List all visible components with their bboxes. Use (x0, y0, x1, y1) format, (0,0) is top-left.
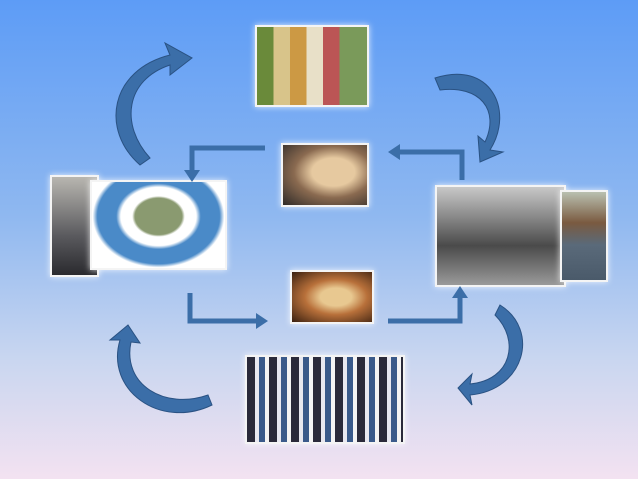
curved-arrow-bottom-right (457, 304, 524, 406)
curved-arrow-top-left (115, 41, 193, 166)
group-of-workers-image (245, 355, 405, 444)
coins-in-hands-image (281, 143, 369, 207)
elbow-arrow-to-center-money (187, 293, 258, 324)
money-circle-image (90, 180, 227, 270)
elbow-arrow-to-money-circle (189, 145, 265, 172)
arrowhead (256, 313, 268, 329)
hands-exchanging-money-image (290, 270, 374, 324)
arrowhead (388, 144, 400, 160)
curved-arrow-bottom-left (108, 324, 213, 414)
elbow-arrow-to-coins (398, 149, 465, 180)
curved-arrow-top-right (434, 73, 505, 163)
arrowhead (184, 170, 200, 182)
arrowhead (452, 286, 468, 298)
family-group-image (435, 185, 566, 287)
man-portrait-image (560, 190, 608, 282)
supermarket-shopper-image (255, 25, 369, 107)
elbow-arrow-to-family (388, 296, 463, 324)
